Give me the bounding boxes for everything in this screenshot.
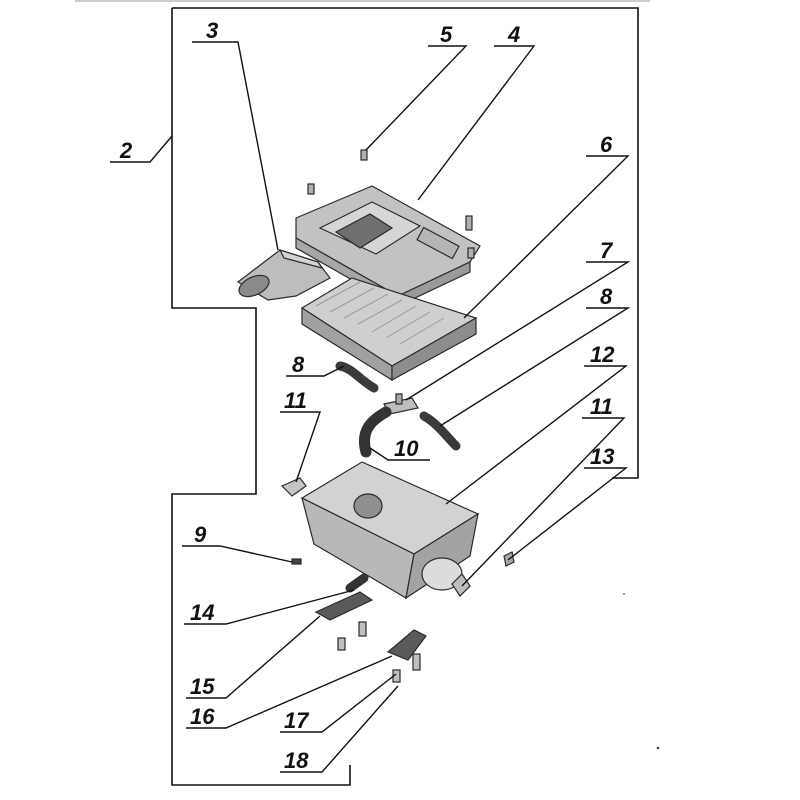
part-16-bracket [386,629,427,661]
leader-line-9 [182,545,293,563]
part-9-pin [291,558,302,565]
leader-line-8b [439,307,631,427]
part-10-elbow-hose [359,406,392,458]
leader-line-11b [461,417,626,587]
part-11-fitting-left [280,477,307,497]
speck-mark [656,746,660,750]
leader-line-6 [463,155,630,319]
callout-9: 9 [194,522,207,547]
callout-14: 14 [190,600,214,625]
part-4-housing-cover [295,185,481,308]
callout-8-upper: 8 [292,352,305,377]
callout-15: 15 [190,674,215,699]
leader-line-16 [186,655,393,729]
callout-17: 17 [284,708,310,733]
callout-3: 3 [206,18,218,43]
leader-line-12 [445,365,629,505]
part-6-filter-element [300,277,478,382]
callout-7: 7 [600,238,614,263]
callout-18: 18 [284,748,309,773]
leader-line-13 [507,467,629,561]
callout-11-right: 11 [590,394,613,419]
callout-6: 6 [600,132,613,157]
callout-13: 13 [590,444,614,469]
callout-8-lower: 8 [600,284,613,309]
part-12-housing-body [300,461,480,600]
leader-line-15 [186,615,321,699]
assembly-frame [171,7,639,786]
part-8-hose-upper [335,361,379,393]
leader-line-18 [280,685,399,773]
part-3-intake-duct [236,249,331,301]
leader-line-2 [110,135,173,163]
part-14-drain-nozzle [345,573,369,593]
callout-2: 2 [119,138,133,163]
part-11-wing-nut-right [451,573,471,597]
leader-line-14 [184,589,355,625]
leader-line-3 [192,41,279,251]
leader-line-10 [369,447,430,461]
callout-10: 10 [394,436,419,461]
speck-mark [623,593,625,595]
leader-line-11a [280,411,321,483]
callout-16: 16 [190,704,215,729]
callout-12: 12 [590,342,615,367]
leader-line-4 [417,45,536,201]
part-5-screws [307,149,475,259]
part-8-hose-lower [419,411,461,451]
callout-4: 4 [507,22,520,47]
callout-5: 5 [440,22,453,47]
part-15-bracket [314,591,374,621]
leader-line-7 [405,261,631,401]
callout-11-left: 11 [284,388,307,413]
leader-line-5 [365,45,468,151]
leader-line-17 [280,673,397,733]
part-17-18-bolts-washers [337,621,421,683]
leader-line-8a [286,365,345,377]
